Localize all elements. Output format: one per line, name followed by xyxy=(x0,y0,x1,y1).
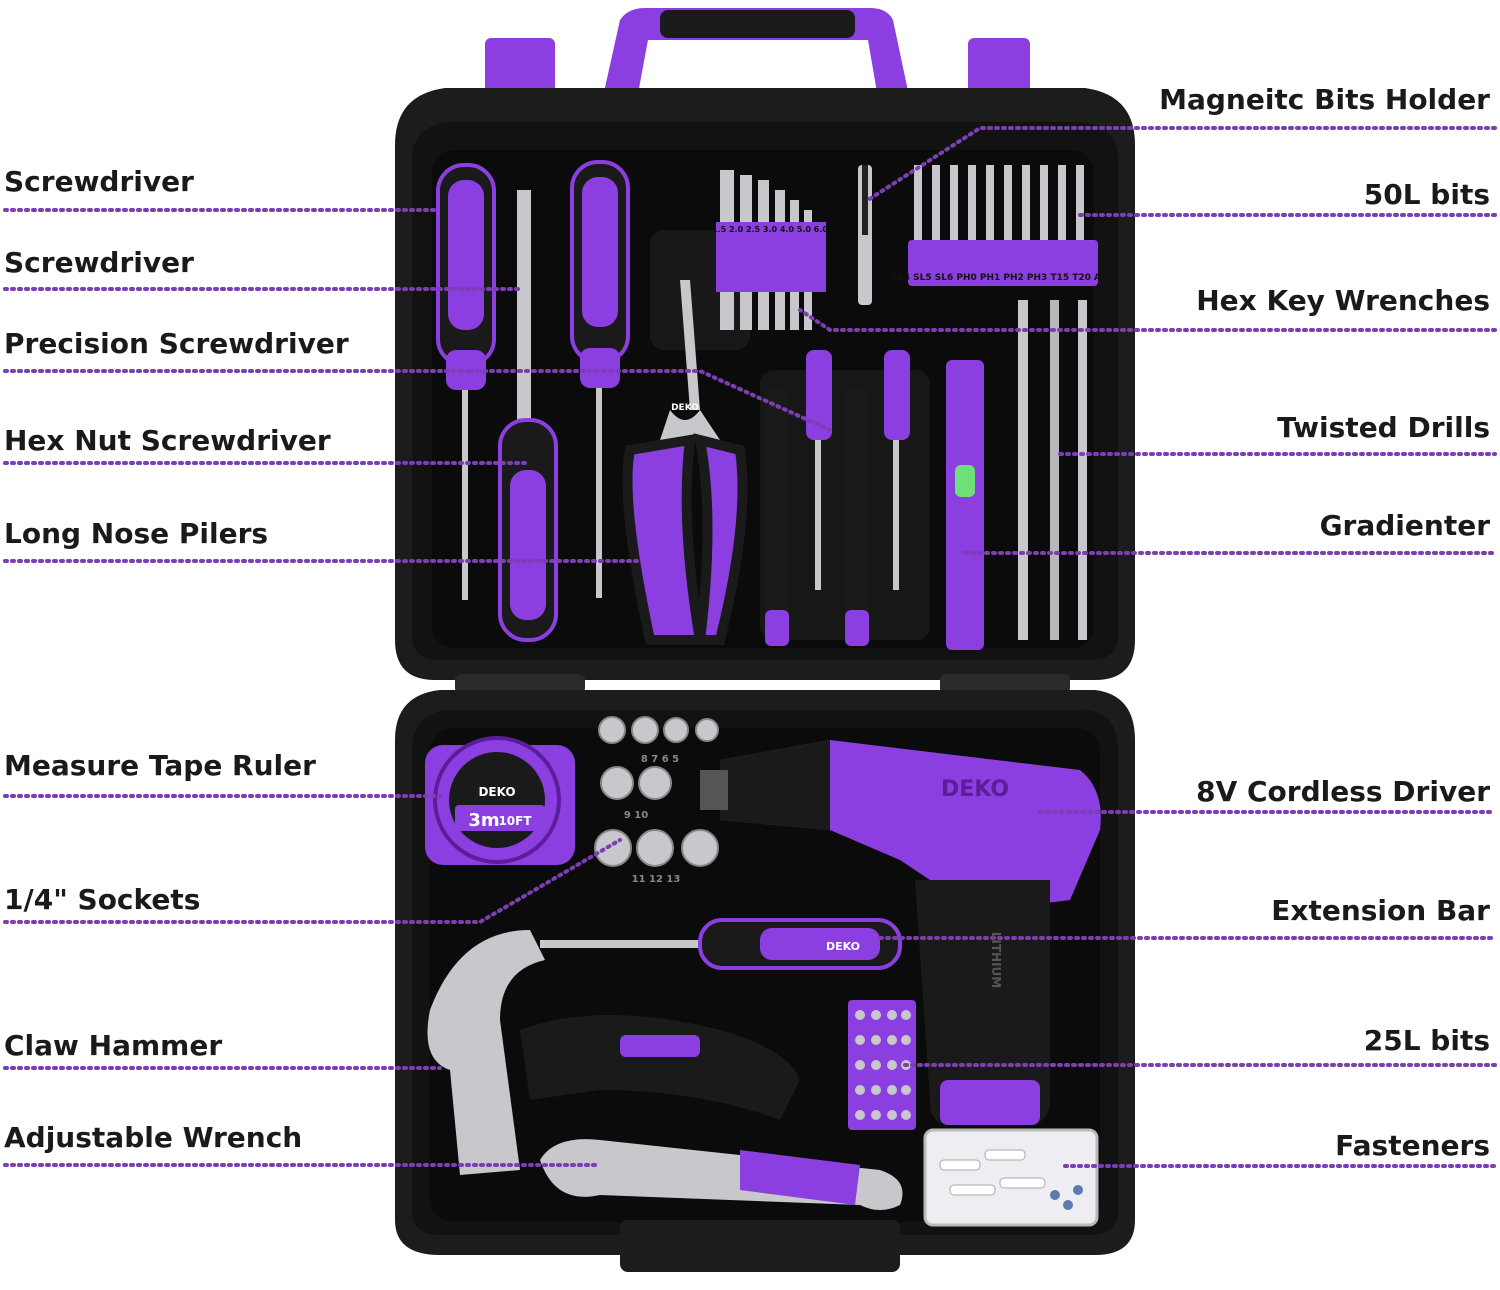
extension-bar-art xyxy=(540,918,902,970)
label-precision-screwdriver: Precision Screwdriver xyxy=(4,327,349,360)
bits-50l-art xyxy=(908,165,1098,286)
hex-keys-art xyxy=(716,170,826,330)
fasteners-art xyxy=(923,1128,1099,1227)
leader-lines xyxy=(3,126,1497,1168)
case-hinges xyxy=(455,674,1070,694)
socket-sizes-row2: 9 10 xyxy=(624,810,648,821)
tape-size-ft-text: 10FT xyxy=(498,814,532,828)
driver-brand-text: DEKO xyxy=(941,777,1009,802)
gradienter-art xyxy=(946,360,984,650)
label-claw-hammer: Claw Hammer xyxy=(4,1029,223,1062)
socket-sizes-row1: 8 7 6 5 xyxy=(641,754,679,765)
label-adjustable-wrench: Adjustable Wrench xyxy=(4,1121,303,1154)
label-screwdriver-2: Screwdriver xyxy=(4,246,194,279)
label-measure-tape: Measure Tape Ruler xyxy=(4,749,316,782)
label-cordless-driver: 8V Cordless Driver xyxy=(1196,775,1490,808)
adjustable-wrench-art xyxy=(540,1139,903,1210)
precision-screwdrivers-art xyxy=(765,350,910,646)
tape-brand-text: DEKO xyxy=(478,785,515,799)
drills-art xyxy=(1018,300,1087,640)
bits-holder-art xyxy=(858,165,872,305)
label-extension-bar: Extension Bar xyxy=(1271,894,1490,927)
pliers-brand-text: DEKO xyxy=(671,403,699,413)
label-25l-bits: 25L bits xyxy=(1363,1024,1490,1057)
long-nose-pliers-art xyxy=(622,280,748,645)
label-50l-bits: 50L bits xyxy=(1363,178,1490,211)
hex-key-sizes-text: 1.5 2.0 2.5 3.0 4.0 5.0 6.0 xyxy=(712,225,828,234)
tape-size-text: 3m xyxy=(468,810,499,831)
measure-tape-art xyxy=(425,736,575,865)
label-gradienter: Gradienter xyxy=(1319,509,1490,542)
driver-lithium-text: LITHIUM xyxy=(989,932,1003,989)
sockets-art xyxy=(594,716,719,867)
product-lettering: DEKO 3m 10FT DEKO DEKO DEKO LITHIUM SL4 … xyxy=(468,225,1108,988)
label-sockets: 1/4" Sockets xyxy=(4,883,201,916)
socket-sizes-row3: 11 12 13 xyxy=(632,874,681,885)
claw-hammer-art xyxy=(427,930,800,1175)
extension-brand-text: DEKO xyxy=(826,940,860,953)
label-twisted-drills: Twisted Drills xyxy=(1277,411,1490,444)
label-long-nose-pliers: Long Nose Pilers xyxy=(4,517,269,550)
bit-codes-text: SL4 SL5 SL6 PH0 PH1 PH2 PH3 T15 T20 AD xyxy=(892,273,1109,283)
label-fasteners: Fasteners xyxy=(1335,1129,1490,1162)
label-screwdriver-1: Screwdriver xyxy=(4,165,194,198)
label-hex-key-wrenches: Hex Key Wrenches xyxy=(1196,284,1490,317)
bits-25l-art xyxy=(848,1000,916,1130)
cordless-driver-art xyxy=(700,740,1101,1125)
label-magnetic-bits-holder: Magneitc Bits Holder xyxy=(1159,83,1490,116)
label-hex-nut-screwdriver: Hex Nut Screwdriver xyxy=(4,424,331,457)
